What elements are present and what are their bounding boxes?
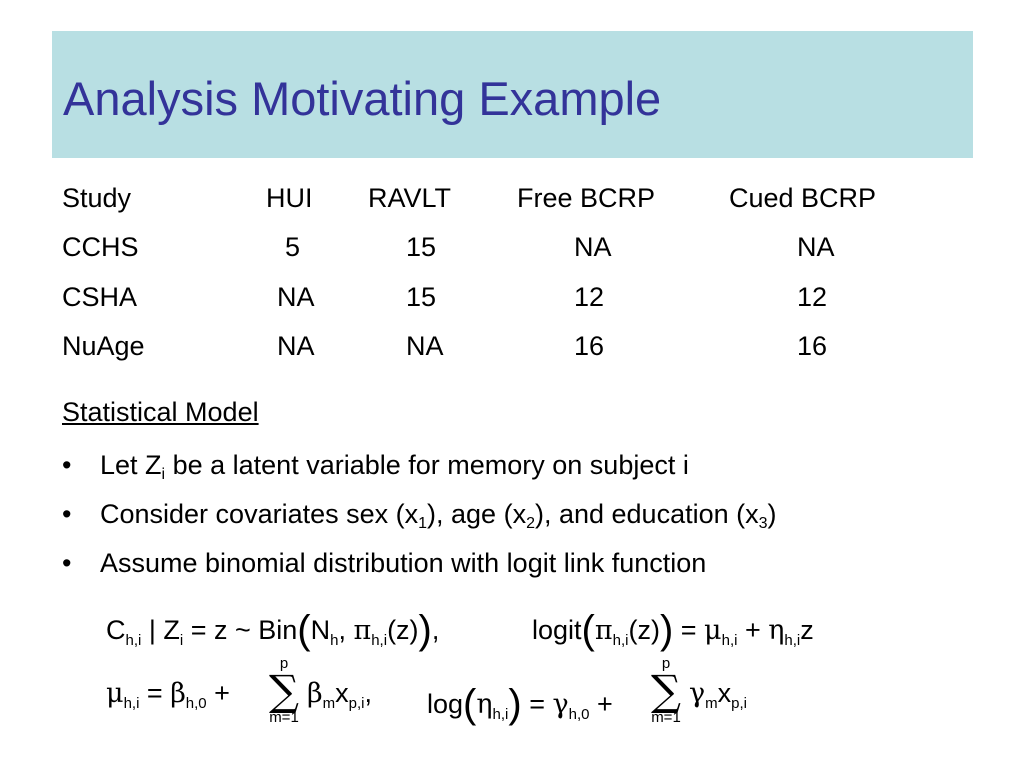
cell-cued-bcrp: NA <box>797 232 835 262</box>
bullet-text: Consider covariates sex (x1), age (x2), … <box>100 499 777 532</box>
cell-study: CSHA <box>62 282 138 312</box>
cell-ravlt: 15 <box>406 232 437 262</box>
table-header-row: Study HUI RAVLT Free BCRP Cued BCRP <box>0 183 1024 223</box>
header-ravlt: RAVLT <box>368 183 452 213</box>
summation-icon: p ∑ m=1 <box>269 655 299 726</box>
bullet-icon: • <box>62 499 72 529</box>
cell-ravlt: 15 <box>406 282 437 312</box>
cell-hui: NA <box>277 282 315 312</box>
cell-hui: NA <box>277 331 315 361</box>
cell-free-bcrp: 12 <box>574 282 605 312</box>
cell-hui: 5 <box>285 232 301 262</box>
cell-cued-bcrp: 12 <box>797 282 828 312</box>
bullet-text: Assume binomial distribution with logit … <box>100 548 707 578</box>
cell-study: NuAge <box>62 331 145 361</box>
table-row: CSHA NA 15 12 12 <box>0 282 1024 322</box>
section-heading: Statistical Model <box>62 397 259 427</box>
header-hui: HUI <box>266 183 313 213</box>
bullet-text: Let Zi be a latent variable for memory o… <box>100 450 689 483</box>
cell-free-bcrp: 16 <box>574 331 605 361</box>
header-study: Study <box>62 183 132 213</box>
header-free-bcrp: Free BCRP <box>517 183 656 213</box>
equation-logit: logit(πh,i(z)) = μh,i + ηh,iz <box>532 608 814 652</box>
slide-title: Analysis Motivating Example <box>63 72 662 125</box>
table-row: CCHS 5 15 NA NA <box>0 232 1024 272</box>
equation-binomial: Ch,i | Zi = z ~ Bin(Nh, πh,i(z)), <box>106 608 440 652</box>
cell-cued-bcrp: 16 <box>797 331 828 361</box>
cell-study: CCHS <box>62 232 139 262</box>
cell-free-bcrp: NA <box>574 232 612 262</box>
header-cued-bcrp: Cued BCRP <box>729 183 877 213</box>
table-row: NuAge NA NA 16 16 <box>0 331 1024 371</box>
title-bar: Analysis Motivating Example <box>52 31 973 158</box>
bullet-icon: • <box>62 548 72 578</box>
cell-ravlt: NA <box>406 331 444 361</box>
summation-icon: p ∑ m=1 <box>651 655 681 726</box>
bullet-icon: • <box>62 450 72 480</box>
